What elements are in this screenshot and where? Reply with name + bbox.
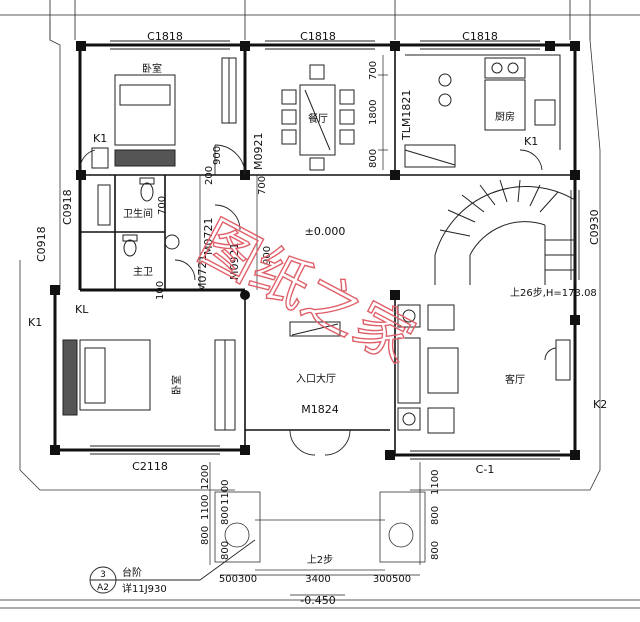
door-label-k1-a: K1 xyxy=(93,132,107,145)
legend-num-bottom: A2 xyxy=(97,583,109,593)
window-marks xyxy=(90,40,580,460)
dim-bottom-300500: 300500 xyxy=(373,574,411,585)
door-label-m0921: M0921 xyxy=(252,133,265,171)
bath-fixtures xyxy=(97,177,180,257)
window-label-c1818-b: C1818 xyxy=(300,30,336,43)
window-label-c0930: C0930 xyxy=(588,209,601,245)
dim-800e: 800 xyxy=(220,541,231,560)
dim-800: 800 xyxy=(368,149,379,168)
axis-lines xyxy=(0,0,640,609)
dim-700b: 700 xyxy=(257,176,268,195)
bed-top-bedroom xyxy=(91,57,237,169)
dim-bottom-3400: 3400 xyxy=(305,574,330,585)
kitchen-fixtures xyxy=(404,54,561,168)
dim-1200: 1200 xyxy=(200,465,211,490)
dim-1800: 1800 xyxy=(368,100,379,125)
dim-bottom-500300: 500300 xyxy=(219,574,257,585)
dim-800a: 800 xyxy=(200,526,211,545)
dim-100: 100 xyxy=(155,281,166,300)
room-bedroom-top: 卧室 xyxy=(142,62,162,75)
dim-1100a: 1100 xyxy=(200,495,211,520)
dim-700c: 700 xyxy=(157,196,168,215)
legend-ref: 详11J930 xyxy=(122,582,167,595)
bed-left-bedroom xyxy=(62,339,236,431)
eave-outline xyxy=(19,20,601,571)
dim-800c: 800 xyxy=(430,541,441,560)
door-label-m0921-b: M0921 xyxy=(228,243,241,281)
level-zero: ±0.000 xyxy=(305,225,346,238)
stair-note: 上26步,H=173.08 xyxy=(510,287,597,299)
dim-200: 200 xyxy=(204,166,215,185)
living-furniture xyxy=(289,304,571,434)
door-label-m0721-b: M0721 xyxy=(196,255,209,293)
room-master-bath: 主卫 xyxy=(133,266,153,278)
dim-1100b: 1100 xyxy=(430,470,441,495)
door-label-m0721-a: M0721 xyxy=(202,218,215,256)
window-label-c0918-b: C0918 xyxy=(35,226,48,262)
window-label-c0918-a: C0918 xyxy=(61,189,74,225)
door-label-k1-c: K1 xyxy=(524,135,538,148)
inner-walls xyxy=(80,45,575,455)
door-label-k2: K2 xyxy=(593,398,607,411)
room-kitchen: 厨房 xyxy=(495,110,515,123)
door-label-m1824: M1824 xyxy=(301,403,339,416)
dim-800b: 800 xyxy=(430,506,441,525)
spiral-stair xyxy=(434,179,576,285)
steps-2: 上2步 xyxy=(307,554,333,566)
room-living: 客厅 xyxy=(505,373,525,386)
door-swings xyxy=(79,144,543,456)
window-label-c2118: C2118 xyxy=(132,460,168,473)
window-label-c1818-c: C1818 xyxy=(462,30,498,43)
dim-700: 700 xyxy=(368,61,379,80)
dimension-lines xyxy=(199,55,421,596)
dim-900: 900 xyxy=(212,146,223,165)
room-bathroom: 卫生间 xyxy=(123,207,153,220)
legend-num-top: 3 xyxy=(100,570,106,580)
window-label-tlm1821: TLM1821 xyxy=(400,90,413,141)
door-label-kl: KL xyxy=(75,303,89,316)
columns xyxy=(50,41,580,460)
room-bedroom-left: 卧室 xyxy=(170,375,183,395)
legend-marker xyxy=(89,539,256,594)
door-label-k1-b: K1 xyxy=(28,316,42,329)
window-label-c1: C-1 xyxy=(476,463,495,476)
room-dining: 餐厅 xyxy=(308,112,328,125)
room-entry-hall: 入口大厅 xyxy=(296,372,336,385)
dim-900b: 900 xyxy=(262,246,273,265)
walls xyxy=(53,43,580,460)
window-label-c1818-a: C1818 xyxy=(147,30,183,43)
dining-table xyxy=(281,64,355,171)
dim-800d: 800 xyxy=(220,506,231,525)
dim-1100c: 1100 xyxy=(220,480,231,505)
legend-title: 台阶 xyxy=(122,566,142,579)
level-minus: -0.450 xyxy=(300,594,335,607)
